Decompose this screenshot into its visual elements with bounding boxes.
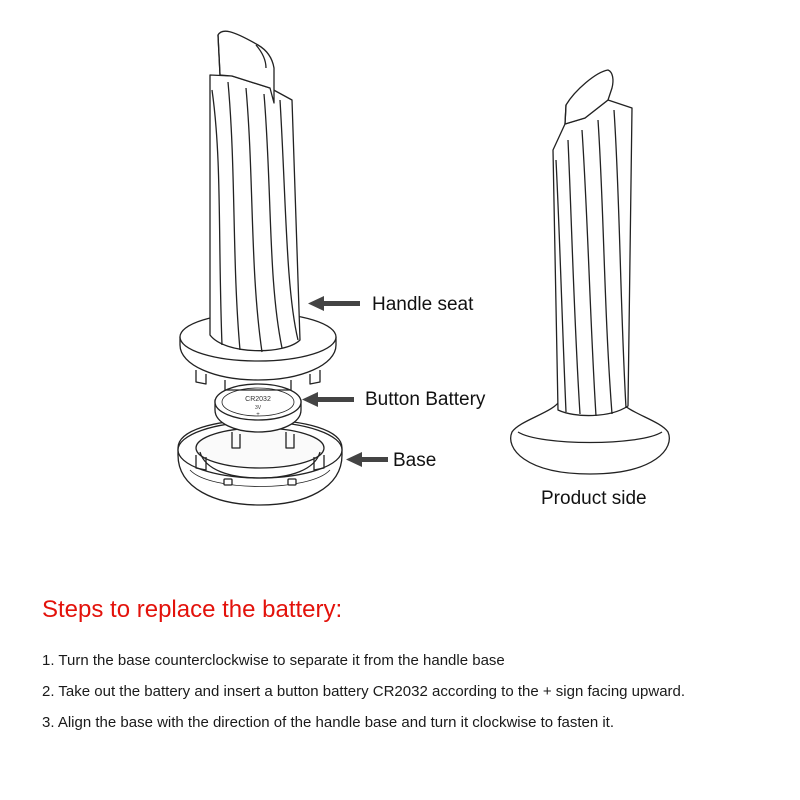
battery-model-text: CR2032 (245, 396, 271, 403)
arrow-handle-seat (308, 296, 360, 311)
product-side-label: Product side (541, 488, 647, 509)
battery-voltage-text: 3V (255, 405, 262, 411)
handle-seat-label: Handle seat (372, 294, 474, 315)
step-item: 1. Turn the base counterclockwise to sep… (42, 652, 505, 669)
arrow-base (346, 452, 388, 467)
step-item: 2. Take out the battery and insert a but… (42, 683, 686, 700)
battery-markings: CR2032 3V + (245, 396, 271, 418)
base-label: Base (393, 450, 437, 471)
base-ring (177, 419, 343, 506)
steps-title: Steps to replace the battery: (42, 596, 343, 623)
step-item: 3. Align the base with the direction of … (42, 714, 615, 731)
battery-polarity-text: + (256, 412, 260, 418)
steps-list: 1. Turn the base counterclockwise to sep… (42, 652, 685, 745)
battery-diagram: CR2032 3V + (177, 30, 670, 506)
arrow-button-battery (302, 392, 354, 407)
handle-column (209, 30, 301, 353)
product-base (510, 399, 670, 475)
button-battery (214, 383, 302, 433)
exploded-view (177, 30, 343, 506)
product-column (552, 69, 633, 417)
button-battery-label: Button Battery (365, 389, 486, 410)
product-side-view (510, 69, 670, 475)
callout-arrows (302, 296, 388, 467)
